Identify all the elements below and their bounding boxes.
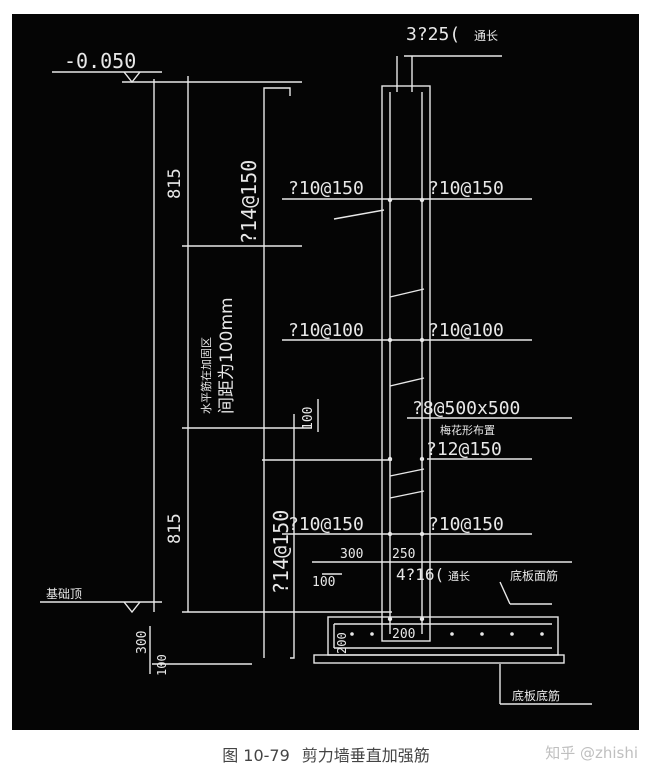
dim-300-vertical: 300 <box>135 631 150 654</box>
right-10-150-upper: ?10@150 <box>428 178 504 199</box>
elevation-top-label: -0.050 <box>64 49 136 73</box>
bar-14-lower <box>290 414 295 659</box>
bar-214-upper-label: ?14@150 <box>237 160 261 244</box>
watermark: 知乎 @zhishi <box>545 744 638 762</box>
dim-815-lower: 815 <box>165 513 185 544</box>
bar-214-lower-label: ?14@150 <box>269 510 293 594</box>
dim-200-horizontal: 200 <box>392 627 415 642</box>
note-horizontal-1: 水平筋在加固区 <box>199 337 213 414</box>
bar-dots <box>350 197 544 636</box>
top-bars-note: 通长 <box>474 29 498 43</box>
elevation-marker-bottom <box>123 601 141 614</box>
dim-100-mid: 100 <box>301 407 316 430</box>
left-10-100: ?10@100 <box>288 320 364 341</box>
bar-12-150-label: ?12@150 <box>426 439 502 460</box>
rebar-drawing: -0.050 3?25( 通长 815 815 ?14@150 ?14@150 … <box>12 14 639 730</box>
wall-outline <box>381 85 431 642</box>
right-10-150-lower: ?10@150 <box>428 514 504 535</box>
left-10-150-upper: ?10@150 <box>288 178 364 199</box>
figure-caption: 图 10-79 剪力墙垂直加强筋 <box>0 742 652 766</box>
note-horizontal-2: 间距为100mm <box>217 297 237 414</box>
drawing-lines <box>40 55 592 705</box>
slab-bottom-bars-label: 底板底筋 <box>512 688 560 703</box>
base-slab <box>327 616 559 656</box>
right-10-100: ?10@100 <box>428 320 504 341</box>
cushion-layer <box>313 654 565 664</box>
left-10-150-lower: ?10@150 <box>288 514 364 535</box>
bottom-bars-note: 通长 <box>448 570 470 583</box>
slab-top-bars-label: 底板面筋 <box>510 568 558 583</box>
dim-200-vertical: 200 <box>335 632 349 654</box>
dim-100-bottom: 100 <box>155 654 169 676</box>
tie-8-note: 梅花形布置 <box>440 423 495 437</box>
top-bars-label: 3?25( <box>406 24 460 45</box>
dim-300: 300 <box>340 547 363 562</box>
bar-14-upper <box>263 87 291 658</box>
dim-100-low: 100 <box>312 575 335 590</box>
elevation-marker-top <box>123 71 141 84</box>
bottom-bars-label: 4?16( <box>396 565 444 584</box>
figure-title: 剪力墙垂直加强筋 <box>301 746 430 765</box>
figure-number: 图 10-79 <box>222 746 290 765</box>
dim-815-upper: 815 <box>165 168 185 199</box>
dim-250: 250 <box>392 547 415 562</box>
tie-8-label: ?8@500x500 <box>412 398 520 419</box>
foundation-top-label: 基础顶 <box>46 587 82 601</box>
